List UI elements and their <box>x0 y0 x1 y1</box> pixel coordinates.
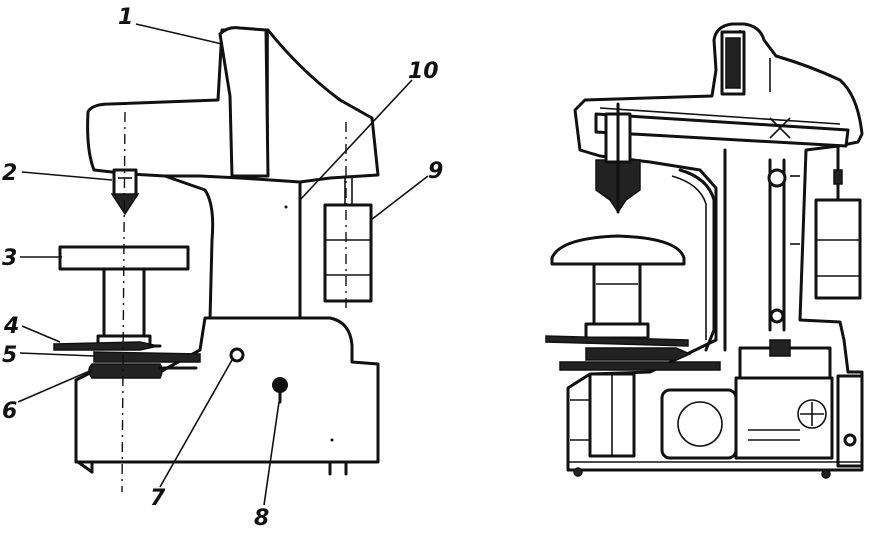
callout-7: 7 <box>150 486 166 511</box>
section-housing <box>566 22 864 472</box>
callout-3: 3 <box>2 246 17 271</box>
callout-8: 8 <box>254 506 269 531</box>
callout-5: 5 <box>2 343 17 368</box>
section-weights <box>814 198 862 300</box>
lifting-wheel <box>88 363 163 379</box>
sectional-view <box>545 22 864 479</box>
callout-4: 4 <box>3 314 19 339</box>
callout-10: 10 <box>408 59 439 84</box>
callout-6: 6 <box>2 399 17 424</box>
start-button <box>272 377 288 393</box>
callout-2: 2 <box>2 161 17 186</box>
top-housing <box>218 26 270 178</box>
weight-block <box>323 203 373 303</box>
machine-base <box>74 316 380 464</box>
callout-1: 1 <box>118 5 133 30</box>
section-motor <box>660 388 738 460</box>
callout-9: 9 <box>428 159 443 184</box>
lever-beam <box>594 112 850 148</box>
handwheel <box>53 341 159 351</box>
load-knob <box>229 347 245 363</box>
external-view: 1 2 3 4 5 6 7 8 9 10 <box>2 5 443 531</box>
rim-nut <box>93 351 201 363</box>
indenter-tip <box>110 193 140 216</box>
section-table <box>550 234 686 266</box>
